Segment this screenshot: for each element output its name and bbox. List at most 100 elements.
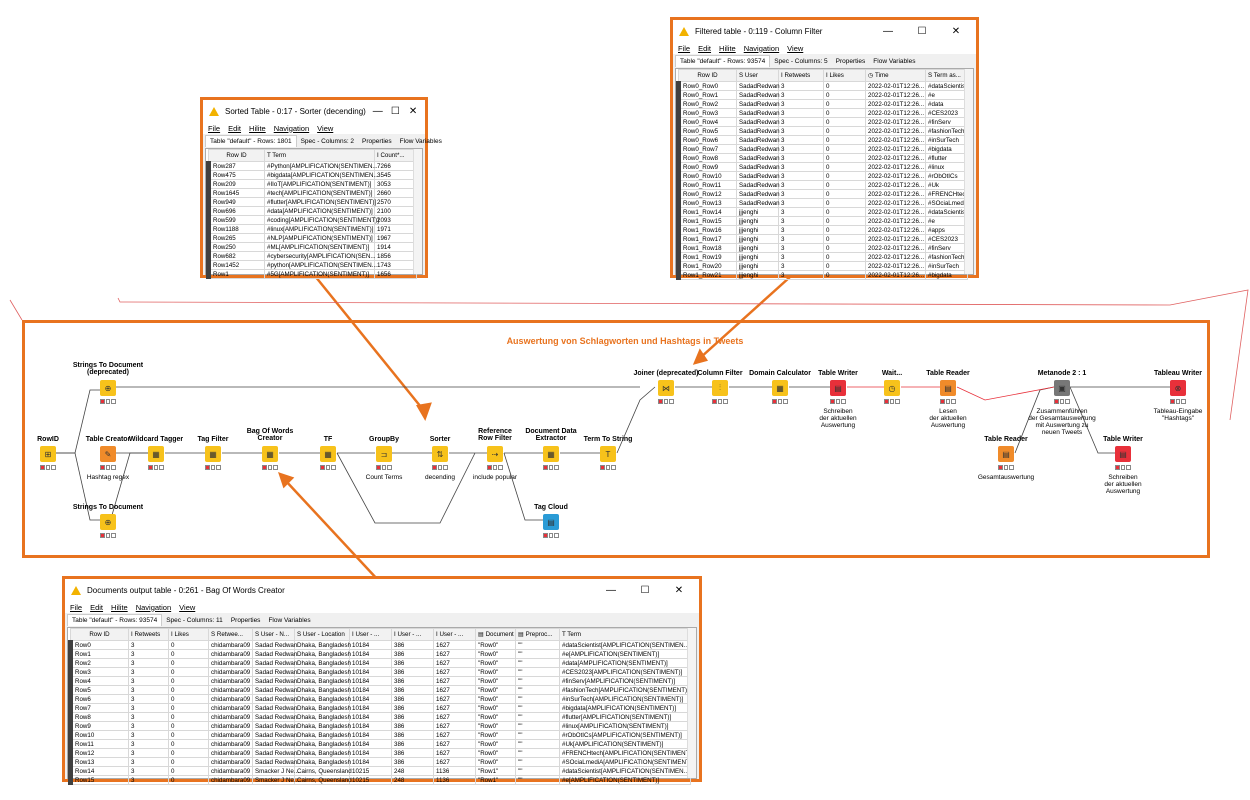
data-table[interactable]: Row ID I Retweets I Likes S Retwee... S … — [67, 627, 697, 785]
table-row[interactable]: Row209#IIoT[AMPLIFICATION(SENTIMENT)]305… — [206, 179, 417, 189]
column-header[interactable]: ▤ Document — [475, 628, 516, 641]
node-gb[interactable]: ⊐ — [376, 446, 392, 462]
menu-edit[interactable]: Edit — [90, 602, 104, 612]
column-header[interactable]: S Retwee... — [208, 628, 253, 641]
minimize-button[interactable]: — — [883, 25, 893, 37]
documents-table-window[interactable]: Documents output table - 0:261 - Bag Of … — [62, 576, 702, 785]
table-row[interactable]: Row682#cybersecurity[AMPLIFICATION(SEN..… — [206, 251, 417, 261]
column-header[interactable]: I Likes — [168, 628, 209, 641]
table-row[interactable]: Row1452#python[AMPLIFICATION(SENTIMEN...… — [206, 260, 417, 270]
minimize-button[interactable]: — — [606, 584, 616, 596]
column-header[interactable]: S Term as... — [925, 69, 968, 82]
tab-table[interactable]: Table "default" - Rows: 1801 — [205, 135, 297, 147]
node-rrf[interactable]: ⇢ — [487, 446, 503, 462]
filtered-table-window[interactable]: Filtered table - 0:119 - Column Filter —… — [670, 17, 979, 280]
table-row[interactable]: Row1645#tech[AMPLIFICATION(SENTIMENT)]26… — [206, 188, 417, 198]
node-tw2[interactable]: ▤ — [1115, 446, 1131, 462]
tab-spec[interactable]: Spec - Columns: 5 — [774, 58, 828, 65]
node-meta[interactable]: ▣ — [1054, 380, 1070, 396]
node-tf[interactable]: ▦ — [320, 446, 336, 462]
column-header[interactable]: I User - ... — [349, 628, 392, 641]
column-header[interactable]: Row ID — [678, 69, 737, 82]
column-header[interactable]: I Likes — [823, 69, 866, 82]
menu-edit[interactable]: Edit — [698, 43, 712, 53]
node-tf1[interactable]: ▦ — [205, 446, 221, 462]
menu-file[interactable]: File — [208, 123, 221, 133]
menu-view[interactable]: View — [179, 602, 196, 612]
node-wait[interactable]: ◷ — [884, 380, 900, 396]
table-row[interactable]: Row599#coding[AMPLIFICATION(SENTIMENT)]2… — [206, 215, 417, 225]
maximize-button[interactable]: ☐ — [917, 25, 927, 37]
node-bow[interactable]: ▦ — [262, 446, 278, 462]
node-tr1[interactable]: ▤ — [940, 380, 956, 396]
table-row[interactable]: Row696#data[AMPLIFICATION(SENTIMENT)]210… — [206, 206, 417, 216]
close-button[interactable]: ✕ — [951, 25, 961, 37]
table-row[interactable]: Row287#Python[AMPLIFICATION(SENTIMEN...7… — [206, 161, 417, 171]
column-header[interactable]: S User - N... — [252, 628, 295, 641]
menu-edit[interactable]: Edit — [228, 123, 242, 133]
table-row[interactable]: Row1188#linux[AMPLIFICATION(SENTIMENT)]1… — [206, 224, 417, 234]
menu-navigation[interactable]: Navigation — [743, 43, 780, 53]
node-tcloud[interactable]: ▤ — [543, 514, 559, 530]
node-dc[interactable]: ▦ — [772, 380, 788, 396]
minimize-button[interactable]: — — [372, 105, 383, 117]
menu-file[interactable]: File — [678, 43, 691, 53]
column-header[interactable]: S User - Location — [294, 628, 350, 641]
column-header[interactable]: I Retweets — [778, 69, 824, 82]
column-header[interactable]: I User - ... — [391, 628, 434, 641]
data-table[interactable]: Row ID S User I Retweets I Likes ◷ Time … — [675, 68, 974, 280]
column-header[interactable]: I Retweets — [128, 628, 169, 641]
table-row[interactable]: Row949#flutter[AMPLIFICATION(SENTIMENT)]… — [206, 197, 417, 207]
column-header[interactable]: ◷ Time — [865, 69, 926, 82]
menu-file[interactable]: File — [70, 602, 83, 612]
column-header[interactable]: ▤ Preproc... — [515, 628, 560, 641]
data-table[interactable]: Row ID T Term I Count*... Row287#Python[… — [205, 148, 423, 279]
column-header[interactable]: Row ID — [70, 628, 129, 641]
tab-spec[interactable]: Spec - Columns: 2 — [300, 138, 355, 145]
tab-properties[interactable]: Properties — [230, 617, 261, 624]
node-cf[interactable]: ⫶ — [712, 380, 728, 396]
maximize-button[interactable]: ☐ — [390, 105, 400, 117]
vertical-scrollbar[interactable] — [687, 628, 696, 778]
menu-view[interactable]: View — [787, 43, 804, 53]
column-header[interactable]: I Count*... — [374, 149, 417, 162]
node-dde[interactable]: ▦ — [543, 446, 559, 462]
node-tts[interactable]: T — [600, 446, 616, 462]
tab-properties[interactable]: Properties — [362, 138, 392, 145]
menu-hilite[interactable]: Hilite — [111, 602, 128, 612]
vertical-scrollbar[interactable] — [964, 69, 973, 274]
column-header[interactable]: Row ID — [208, 149, 265, 162]
column-header[interactable]: I User - ... — [433, 628, 476, 641]
tab-flow-variables[interactable]: Flow Variables — [268, 617, 311, 624]
